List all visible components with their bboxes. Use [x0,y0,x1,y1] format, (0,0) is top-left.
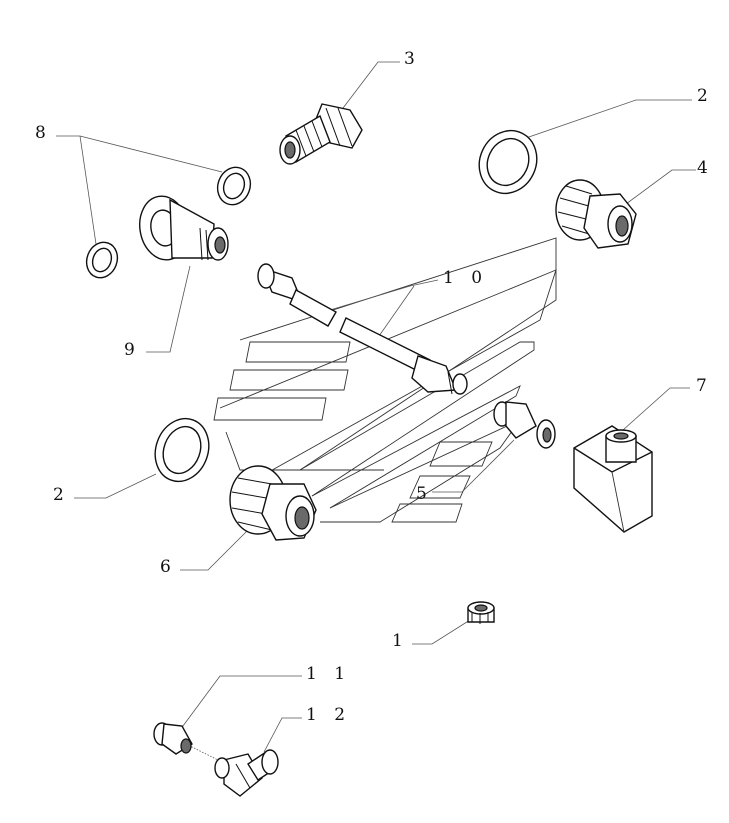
callout-1: 1 [392,631,409,651]
block-fitting-part-7 [573,425,653,533]
leader-3 [339,61,400,113]
banjo-fitting-part-9 [139,195,229,261]
leader-11 [179,675,302,731]
leader-2-bottom [74,473,157,499]
leader-2-top [525,99,692,139]
washer-part-8-b [85,241,119,279]
leader-10-a [329,279,439,311]
callout-10: 1 0 [443,268,489,288]
assembly-axis [185,743,223,763]
adapter-part-5 [493,401,556,449]
union-part-6 [229,465,317,541]
leader-12 [263,717,302,753]
callout-11: 1 1 [306,664,352,684]
elbow-part-12 [214,749,279,797]
washer-part-8-a [216,166,252,206]
fitting-part-11 [153,722,193,755]
callout-8: 8 [35,123,52,143]
pipe-assembly-part-10 [257,263,468,395]
leader-5 [432,439,515,493]
callout-12: 1 2 [306,705,352,725]
callout-3: 3 [404,49,421,69]
leader-9 [146,265,191,353]
callout-2-top: 2 [697,86,714,106]
leader-8-b [79,135,97,245]
callout-9: 9 [124,340,141,360]
leader-4 [625,169,696,205]
washer-part-2-top [478,129,538,195]
callout-4: 4 [697,158,714,178]
leader-6 [180,529,249,571]
union-part-4 [555,179,637,249]
plug-part-1 [467,601,495,624]
leader-7 [613,387,690,439]
callout-5: 5 [416,484,433,504]
leader-lines [56,61,696,763]
callout-2-bottom: 2 [53,485,70,505]
banjo-bolt-part-3 [279,103,363,165]
callout-6: 6 [160,557,177,577]
callout-7: 7 [696,376,713,396]
leader-1 [412,619,471,645]
watermark-logo [213,237,557,523]
washer-part-2-bottom [154,417,210,483]
